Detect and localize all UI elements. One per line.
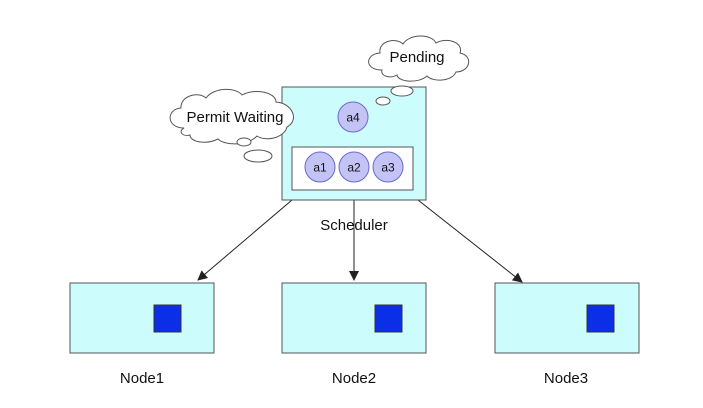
node1-label: Node1 [120, 370, 164, 387]
node3-label: Node3 [544, 370, 588, 387]
pending-cloud-label: Pending [389, 49, 444, 66]
arrow-to-node3 [417, 199, 523, 283]
pod-a4-label: a4 [346, 111, 360, 125]
pod-a1-label: a1 [313, 161, 327, 175]
node2-label: Node2 [332, 370, 376, 387]
arrow-to-node1 [197, 199, 293, 281]
pod-a2-label: a2 [347, 161, 361, 175]
permit-waiting-cloud-label: Permit Waiting [187, 109, 284, 126]
node3: Node3 [494, 282, 640, 387]
permit-cloud-puff-large [243, 149, 273, 163]
permit-cloud-puff-small [236, 137, 252, 147]
pod-a2: a2 [338, 151, 370, 183]
node1-square [153, 304, 182, 333]
pod-a3-label: a3 [381, 161, 395, 175]
pending-cloud-puff-large [390, 85, 414, 97]
pod-a3: a3 [372, 151, 404, 183]
node2: Node2 [281, 282, 427, 387]
node2-square [374, 304, 403, 333]
node3-square [586, 304, 615, 333]
pod-a1: a1 [304, 151, 336, 183]
node1: Node1 [69, 282, 215, 387]
pending-cloud: Pending [368, 35, 470, 82]
permit-waiting-cloud: Permit Waiting [169, 88, 294, 145]
pending-cloud-puff-small [375, 96, 391, 106]
scheduler-label: Scheduler [320, 217, 388, 234]
pod-a4: a4 [337, 101, 369, 133]
